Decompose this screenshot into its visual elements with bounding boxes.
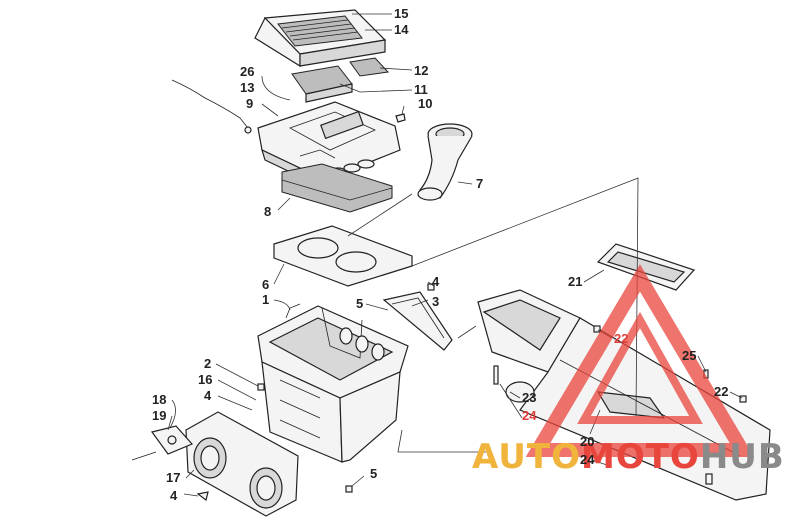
callout-labels: 15 14 12 11 26 13 9 10 7 8 6 4 3 5 1 21 … [152, 6, 728, 503]
callout-13: 13 [240, 80, 254, 95]
callout-9: 9 [246, 96, 253, 111]
callout-20: 20 [580, 434, 594, 449]
callout-14: 14 [394, 22, 409, 37]
callout-11: 11 [414, 82, 428, 97]
callout-4-top: 4 [432, 274, 440, 289]
callout-23: 23 [522, 390, 536, 405]
callout-5-top: 5 [356, 296, 363, 311]
screw-10 [395, 113, 406, 123]
svg-text:AUTOMOTOHUB: AUTOMOTOHUB [472, 437, 785, 477]
callout-24-upper: 24 [522, 408, 537, 423]
callout-15: 15 [394, 6, 408, 21]
callout-17: 17 [166, 470, 180, 485]
callout-4-mid: 4 [204, 388, 212, 403]
assembly-lines [347, 177, 639, 453]
side-plate-3 [382, 291, 453, 351]
callout-19: 19 [152, 408, 166, 423]
callout-21: 21 [568, 274, 582, 289]
callout-12: 12 [414, 63, 428, 78]
callout-5-bottom: 5 [370, 466, 377, 481]
callout-22-lower: 22 [714, 384, 728, 399]
intake-boot [417, 123, 473, 201]
front-intake-shroud [185, 411, 299, 517]
leader-lines [167, 13, 743, 497]
filter-element-8 [281, 163, 393, 213]
callout-25: 25 [682, 348, 696, 363]
callout-1: 1 [262, 292, 269, 307]
callout-22-upper: 22 [614, 331, 628, 346]
callout-4-bottom: 4 [170, 488, 178, 503]
callout-26: 26 [240, 64, 254, 79]
fasteners [196, 283, 747, 502]
callout-7: 7 [476, 176, 483, 191]
callout-24-lower: 24 [580, 452, 595, 467]
watermark-part1: AUTO [472, 437, 581, 477]
callout-6: 6 [262, 277, 269, 292]
filter-element-12 [349, 57, 390, 77]
frame-gasket-21 [596, 243, 696, 291]
watermark-logo: AUTOMOTOHUB [472, 264, 785, 477]
callout-16: 16 [198, 372, 212, 387]
watermark-part2: MOTO [581, 437, 700, 477]
callout-18: 18 [152, 392, 166, 407]
callout-8: 8 [264, 204, 271, 219]
callout-10: 10 [418, 96, 432, 111]
gasket-plate [273, 225, 413, 287]
filter-element-11 [291, 65, 353, 103]
airbox-lid [254, 9, 387, 68]
cable-26 [171, 79, 252, 134]
callout-3: 3 [432, 294, 439, 309]
watermark-part3: HUB [700, 437, 785, 477]
bracket-19 [131, 425, 194, 461]
callout-2: 2 [204, 356, 211, 371]
main-airbox [257, 303, 409, 463]
